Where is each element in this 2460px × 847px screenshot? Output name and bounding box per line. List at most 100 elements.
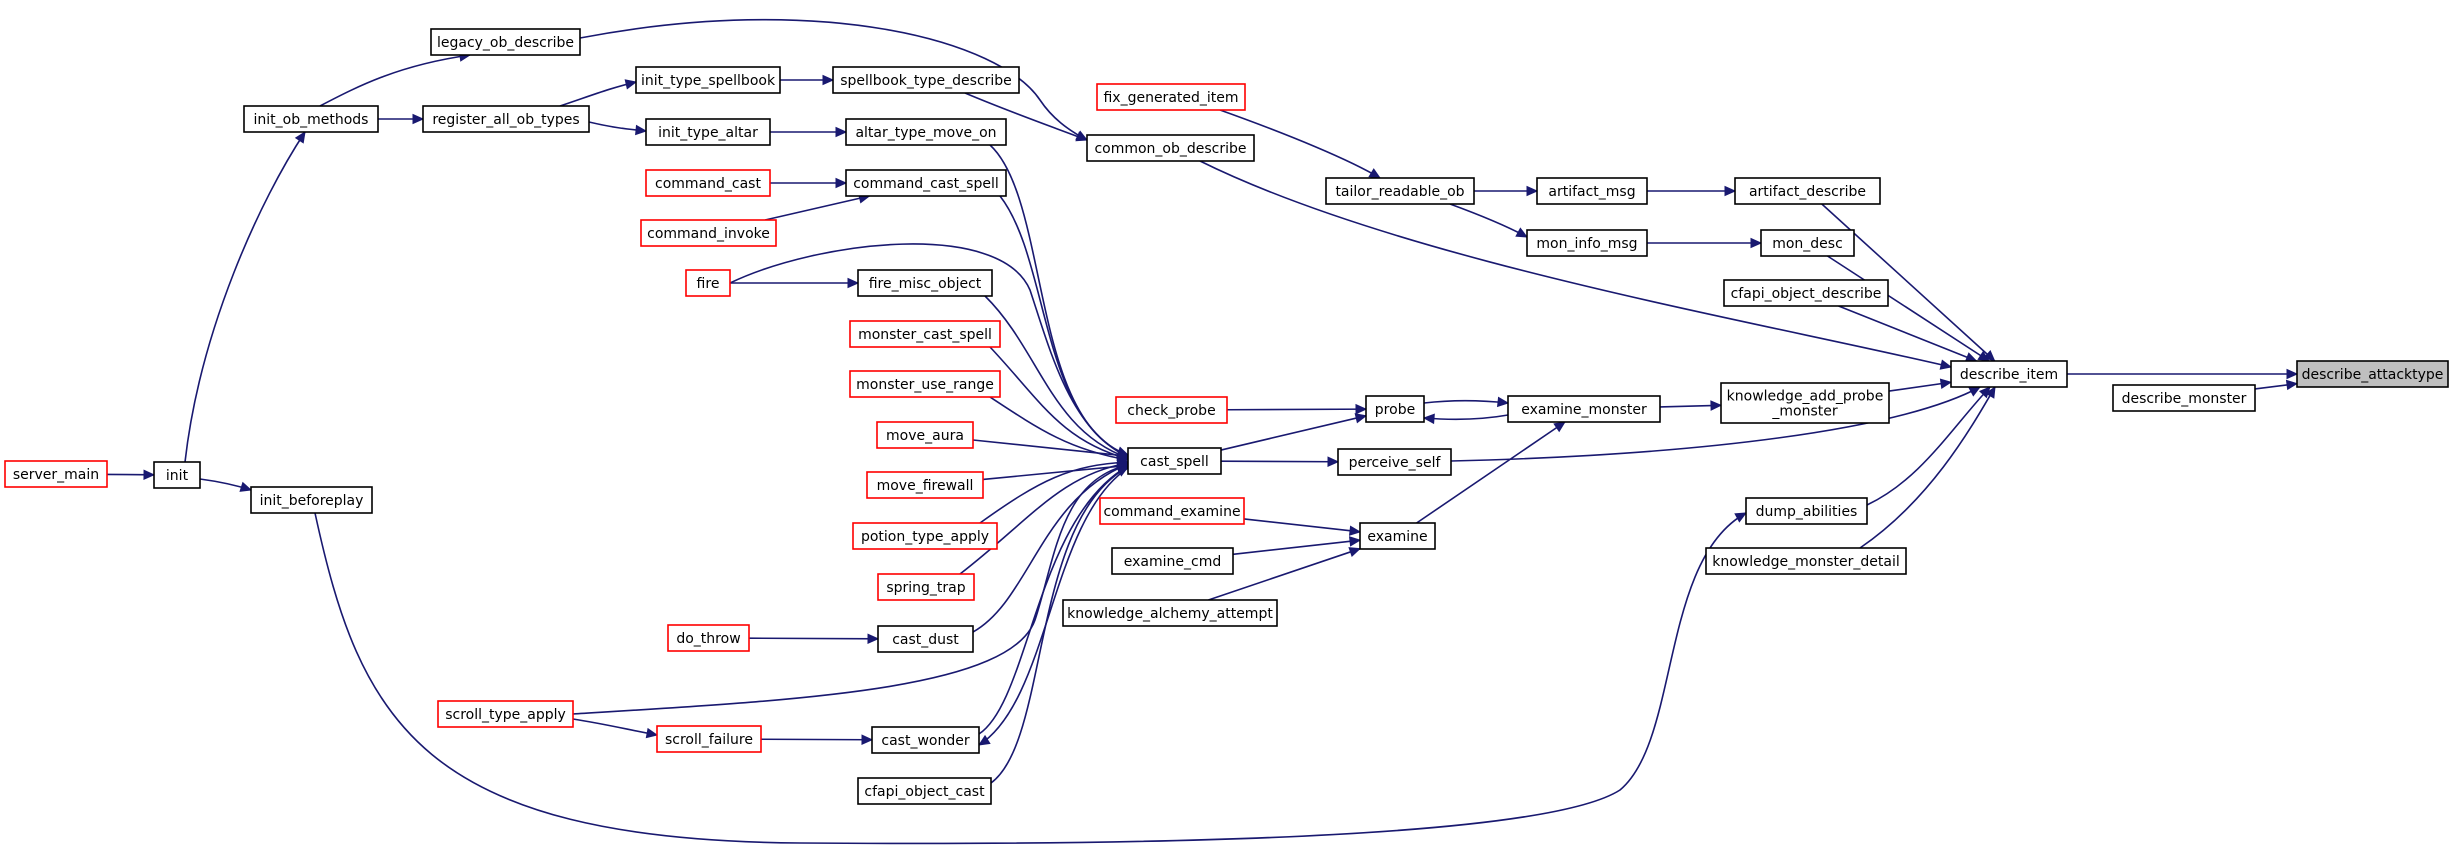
node-cast_dust[interactable]: cast_dust xyxy=(877,625,974,653)
node-box xyxy=(645,169,771,197)
node-artifact_msg[interactable]: artifact_msg xyxy=(1536,177,1648,205)
node-server_main[interactable]: server_main xyxy=(4,460,108,488)
node-box xyxy=(849,320,1001,348)
node-common_ob_describe[interactable]: common_ob_describe xyxy=(1086,134,1255,162)
node-box xyxy=(2112,384,2256,412)
node-describe_attacktype[interactable]: describe_attacktype xyxy=(2296,360,2449,388)
node-potion_type_apply[interactable]: potion_type_apply xyxy=(852,522,998,550)
node-mon_info_msg[interactable]: mon_info_msg xyxy=(1526,229,1648,257)
node-register_all_ob_types[interactable]: register_all_ob_types xyxy=(422,105,590,133)
arrowhead xyxy=(1348,536,1362,547)
node-init_ob_methods[interactable]: init_ob_methods xyxy=(243,105,379,133)
node-fire[interactable]: fire xyxy=(685,269,731,297)
node-box xyxy=(1723,279,1889,307)
edge-register_all_ob_types-to-init_type_spellbook xyxy=(559,79,638,107)
edge-init-to-init_beforeplay xyxy=(199,478,253,492)
node-probe[interactable]: probe xyxy=(1365,395,1425,423)
node-init_type_altar[interactable]: init_type_altar xyxy=(645,118,771,146)
node-label: knowledge_monster_detail xyxy=(1712,554,1899,570)
node-cast_spell[interactable]: cast_spell xyxy=(1127,447,1222,475)
node-tailor_readable_ob[interactable]: tailor_readable_ob xyxy=(1325,177,1475,205)
node-move_firewall[interactable]: move_firewall xyxy=(866,471,984,499)
edge-describe_monster-to-describe_attacktype xyxy=(2254,379,2299,391)
node-box xyxy=(849,370,1001,398)
node-label: fix_generated_item xyxy=(1103,90,1238,106)
edge-examine_monster-to-knowledge_add_probe_monster xyxy=(1659,400,1723,411)
node-box xyxy=(1745,497,1868,525)
node-fix_generated_item[interactable]: fix_generated_item xyxy=(1096,83,1246,111)
node-cfapi_object_describe[interactable]: cfapi_object_describe xyxy=(1723,279,1889,307)
node-do_throw[interactable]: do_throw xyxy=(667,624,750,652)
node-monster_cast_spell[interactable]: monster_cast_spell xyxy=(849,320,1001,348)
node-knowledge_add_probe_monster[interactable]: knowledge_add_probe_monster xyxy=(1720,382,1890,424)
arrowhead xyxy=(1710,400,1723,411)
node-scroll_type_apply[interactable]: scroll_type_apply xyxy=(437,700,574,728)
edge-check_probe-to-probe xyxy=(1226,403,1368,415)
node-init_type_spellbook[interactable]: init_type_spellbook xyxy=(635,66,781,94)
node-command_examine[interactable]: command_examine xyxy=(1099,497,1245,525)
node-command_cast_spell[interactable]: command_cast_spell xyxy=(845,169,1007,197)
arrowhead xyxy=(412,113,425,125)
node-box xyxy=(656,725,762,753)
node-spring_trap[interactable]: spring_trap xyxy=(877,573,975,601)
node-command_cast[interactable]: command_cast xyxy=(645,169,771,197)
arrowhead xyxy=(1724,185,1737,197)
node-box xyxy=(667,624,750,652)
node-move_aura[interactable]: move_aura xyxy=(876,421,974,449)
edge-examine_monster-to-probe xyxy=(1422,413,1509,425)
node-box xyxy=(640,219,777,247)
node-label: cast_dust xyxy=(892,632,959,648)
node-dump_abilities[interactable]: dump_abilities xyxy=(1745,497,1868,525)
node-examine_cmd[interactable]: examine_cmd xyxy=(1111,547,1234,575)
node-command_invoke[interactable]: command_invoke xyxy=(640,219,777,247)
node-knowledge_monster_detail[interactable]: knowledge_monster_detail xyxy=(1705,547,1907,575)
node-describe_monster[interactable]: describe_monster xyxy=(2112,384,2256,412)
arrowhead xyxy=(1526,185,1539,197)
node-check_probe[interactable]: check_probe xyxy=(1115,396,1228,424)
node-altar_type_move_on[interactable]: altar_type_move_on xyxy=(845,118,1007,146)
node-describe_item[interactable]: describe_item xyxy=(1950,360,2068,388)
node-monster_use_range[interactable]: monster_use_range xyxy=(849,370,1001,398)
node-legacy_ob_describe[interactable]: legacy_ob_describe xyxy=(430,28,581,56)
node-box xyxy=(1536,177,1648,205)
node-knowledge_alchemy_attempt[interactable]: knowledge_alchemy_attempt xyxy=(1062,599,1278,627)
node-label: examine_monster xyxy=(1521,402,1647,418)
arrowhead xyxy=(1496,396,1510,408)
node-label: describe_item xyxy=(1960,367,2058,383)
node-mon_desc[interactable]: mon_desc xyxy=(1760,229,1855,257)
node-box xyxy=(845,118,1007,146)
edge-knowledge_add_probe_monster-to-describe_item xyxy=(1888,378,1953,392)
node-label: knowledge_alchemy_attempt xyxy=(1067,606,1273,622)
node-box xyxy=(430,28,581,56)
arrowhead xyxy=(1985,385,1996,399)
node-artifact_describe[interactable]: artifact_describe xyxy=(1734,177,1881,205)
node-box xyxy=(1526,229,1648,257)
node-scroll_failure[interactable]: scroll_failure xyxy=(656,725,762,753)
graph-nodes: describe_attacktype describe_item describe… xyxy=(4,28,2449,805)
arrowhead xyxy=(645,727,659,739)
node-examine_monster[interactable]: examine_monster xyxy=(1507,395,1661,423)
node-fire_misc_object[interactable]: fire_misc_object xyxy=(857,269,993,297)
node-examine[interactable]: examine xyxy=(1359,522,1436,550)
node-label: command_cast xyxy=(655,176,761,192)
arrowhead xyxy=(1355,403,1368,415)
node-spellbook_type_describe[interactable]: spellbook_type_describe xyxy=(832,66,1020,94)
node-init[interactable]: init xyxy=(153,461,201,489)
edge-describe_item-to-describe_attacktype xyxy=(2067,368,2299,380)
arrowhead xyxy=(1116,466,1130,477)
node-perceive_self[interactable]: perceive_self xyxy=(1337,448,1452,476)
node-box xyxy=(645,118,771,146)
edge-examine-to-examine_monster xyxy=(1416,421,1566,524)
edge-init_type_spellbook-to-spellbook_type_describe xyxy=(780,74,835,86)
node-label: cfapi_object_cast xyxy=(864,784,985,800)
node-box xyxy=(832,66,1020,94)
node-cfapi_object_cast[interactable]: cfapi_object_cast xyxy=(857,777,992,805)
node-label: mon_desc xyxy=(1772,236,1843,252)
node-label: knowledge_add_probe xyxy=(1727,389,1884,405)
node-box xyxy=(857,777,992,805)
node-label: probe xyxy=(1375,402,1415,418)
arrowhead xyxy=(1117,449,1130,461)
node-cast_wonder[interactable]: cast_wonder xyxy=(871,726,980,754)
node-box xyxy=(4,460,108,488)
node-init_beforeplay[interactable]: init_beforeplay xyxy=(250,486,373,514)
